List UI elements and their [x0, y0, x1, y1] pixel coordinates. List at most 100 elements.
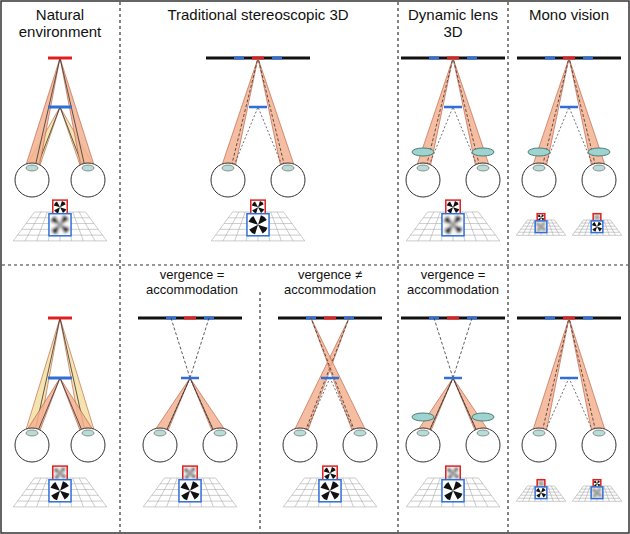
pinwheel-wedge — [453, 481, 462, 491]
pinwheel-wedge — [594, 480, 597, 483]
far-target-box — [251, 200, 265, 214]
near-target-box — [535, 487, 547, 499]
pinwheel-disc — [536, 487, 547, 498]
pinwheel-wedge — [330, 481, 339, 491]
pinwheel-wedge — [60, 467, 66, 473]
light-cone — [221, 58, 258, 168]
near-target-box — [179, 480, 201, 502]
ground-grid — [13, 212, 107, 241]
pinwheel-wedge — [444, 491, 453, 501]
near-target-box — [49, 214, 71, 236]
pinwheel-wedge — [50, 482, 60, 491]
target-bar — [321, 377, 339, 380]
near-target-box — [591, 487, 603, 499]
grid-line — [555, 220, 566, 235]
light-cone — [25, 318, 60, 433]
far-target-box — [446, 466, 460, 480]
pinwheel-wedge — [597, 227, 602, 232]
target-bar — [324, 317, 336, 320]
near-target-box — [442, 480, 464, 502]
target-bar — [138, 317, 242, 320]
grid-line — [572, 486, 583, 501]
pinwheel-wedge — [536, 222, 541, 227]
far-target-box — [446, 466, 460, 480]
visual-axis — [60, 58, 88, 180]
grid-line — [86, 478, 107, 507]
grid-line — [607, 486, 615, 501]
grid-line — [572, 220, 583, 235]
grid-line — [216, 478, 237, 507]
light-cone — [453, 378, 490, 433]
pinwheel — [320, 481, 340, 501]
pinwheel-wedge — [541, 484, 544, 487]
eye — [71, 428, 105, 462]
pinwheel-wedge — [541, 222, 546, 227]
pinwheel-disc — [251, 201, 264, 214]
near-target-box — [591, 221, 603, 233]
target-bar — [444, 106, 462, 109]
visual-axis — [190, 318, 209, 378]
pinwheel-wedge — [54, 207, 60, 213]
pinwheel-wedge — [60, 215, 69, 225]
near-target-box — [591, 487, 603, 499]
eye — [71, 163, 105, 197]
pinwheel — [443, 481, 463, 501]
pinwheel-disc — [320, 481, 340, 501]
grid-line — [356, 478, 377, 507]
target-bar — [48, 57, 72, 60]
pinwheel-wedge — [536, 493, 541, 498]
grid-line — [529, 220, 535, 235]
pinwheel-disc — [443, 481, 463, 501]
grid-line — [611, 486, 622, 501]
pinwheel — [323, 467, 336, 480]
pinwheel-wedge — [252, 207, 258, 213]
grid-line — [13, 506, 107, 507]
near-target-box — [49, 480, 71, 502]
eye-lens — [593, 430, 605, 436]
pinwheel-disc — [594, 214, 601, 221]
grid-line — [37, 478, 48, 507]
pinwheel-disc — [323, 467, 336, 480]
eye — [522, 163, 556, 197]
pinwheel-disc — [594, 480, 601, 487]
pinwheel-disc — [443, 215, 463, 235]
pinwheel-wedge — [60, 201, 66, 207]
grid-line — [349, 478, 365, 507]
grid-line — [307, 478, 318, 507]
pinwheel — [180, 481, 200, 501]
grid-line — [211, 212, 232, 241]
eye-lens — [82, 430, 94, 436]
pinwheel-wedge — [597, 218, 600, 221]
pinwheel-wedge — [51, 491, 60, 501]
grid-line — [572, 501, 622, 502]
pinwheel-wedge — [190, 491, 200, 500]
pinwheel — [594, 480, 601, 487]
target-bar — [249, 106, 267, 109]
eye — [143, 428, 177, 462]
pinwheel-disc — [446, 467, 459, 480]
grid-line — [585, 486, 591, 501]
near-target-box — [442, 214, 464, 236]
eye-lens — [26, 165, 38, 171]
grid-line — [472, 212, 488, 241]
target-bar — [429, 57, 439, 60]
visual-axis — [453, 58, 483, 180]
ground-grid — [516, 220, 566, 235]
grid-line — [277, 212, 293, 241]
pinwheel-wedge — [249, 225, 258, 235]
target-bar — [467, 57, 477, 60]
pinwheel-wedge — [60, 473, 66, 479]
pinwheel-disc — [53, 201, 66, 214]
grid-line — [284, 212, 305, 241]
ground-grid — [13, 478, 107, 507]
pinwheel — [536, 487, 547, 498]
target-bar — [583, 57, 593, 60]
pinwheel-wedge — [597, 214, 600, 217]
dynamic-lens — [588, 148, 610, 156]
visual-axis — [453, 318, 472, 378]
target-bar — [48, 377, 72, 380]
grid-line — [406, 478, 427, 507]
pinwheel — [443, 215, 463, 235]
